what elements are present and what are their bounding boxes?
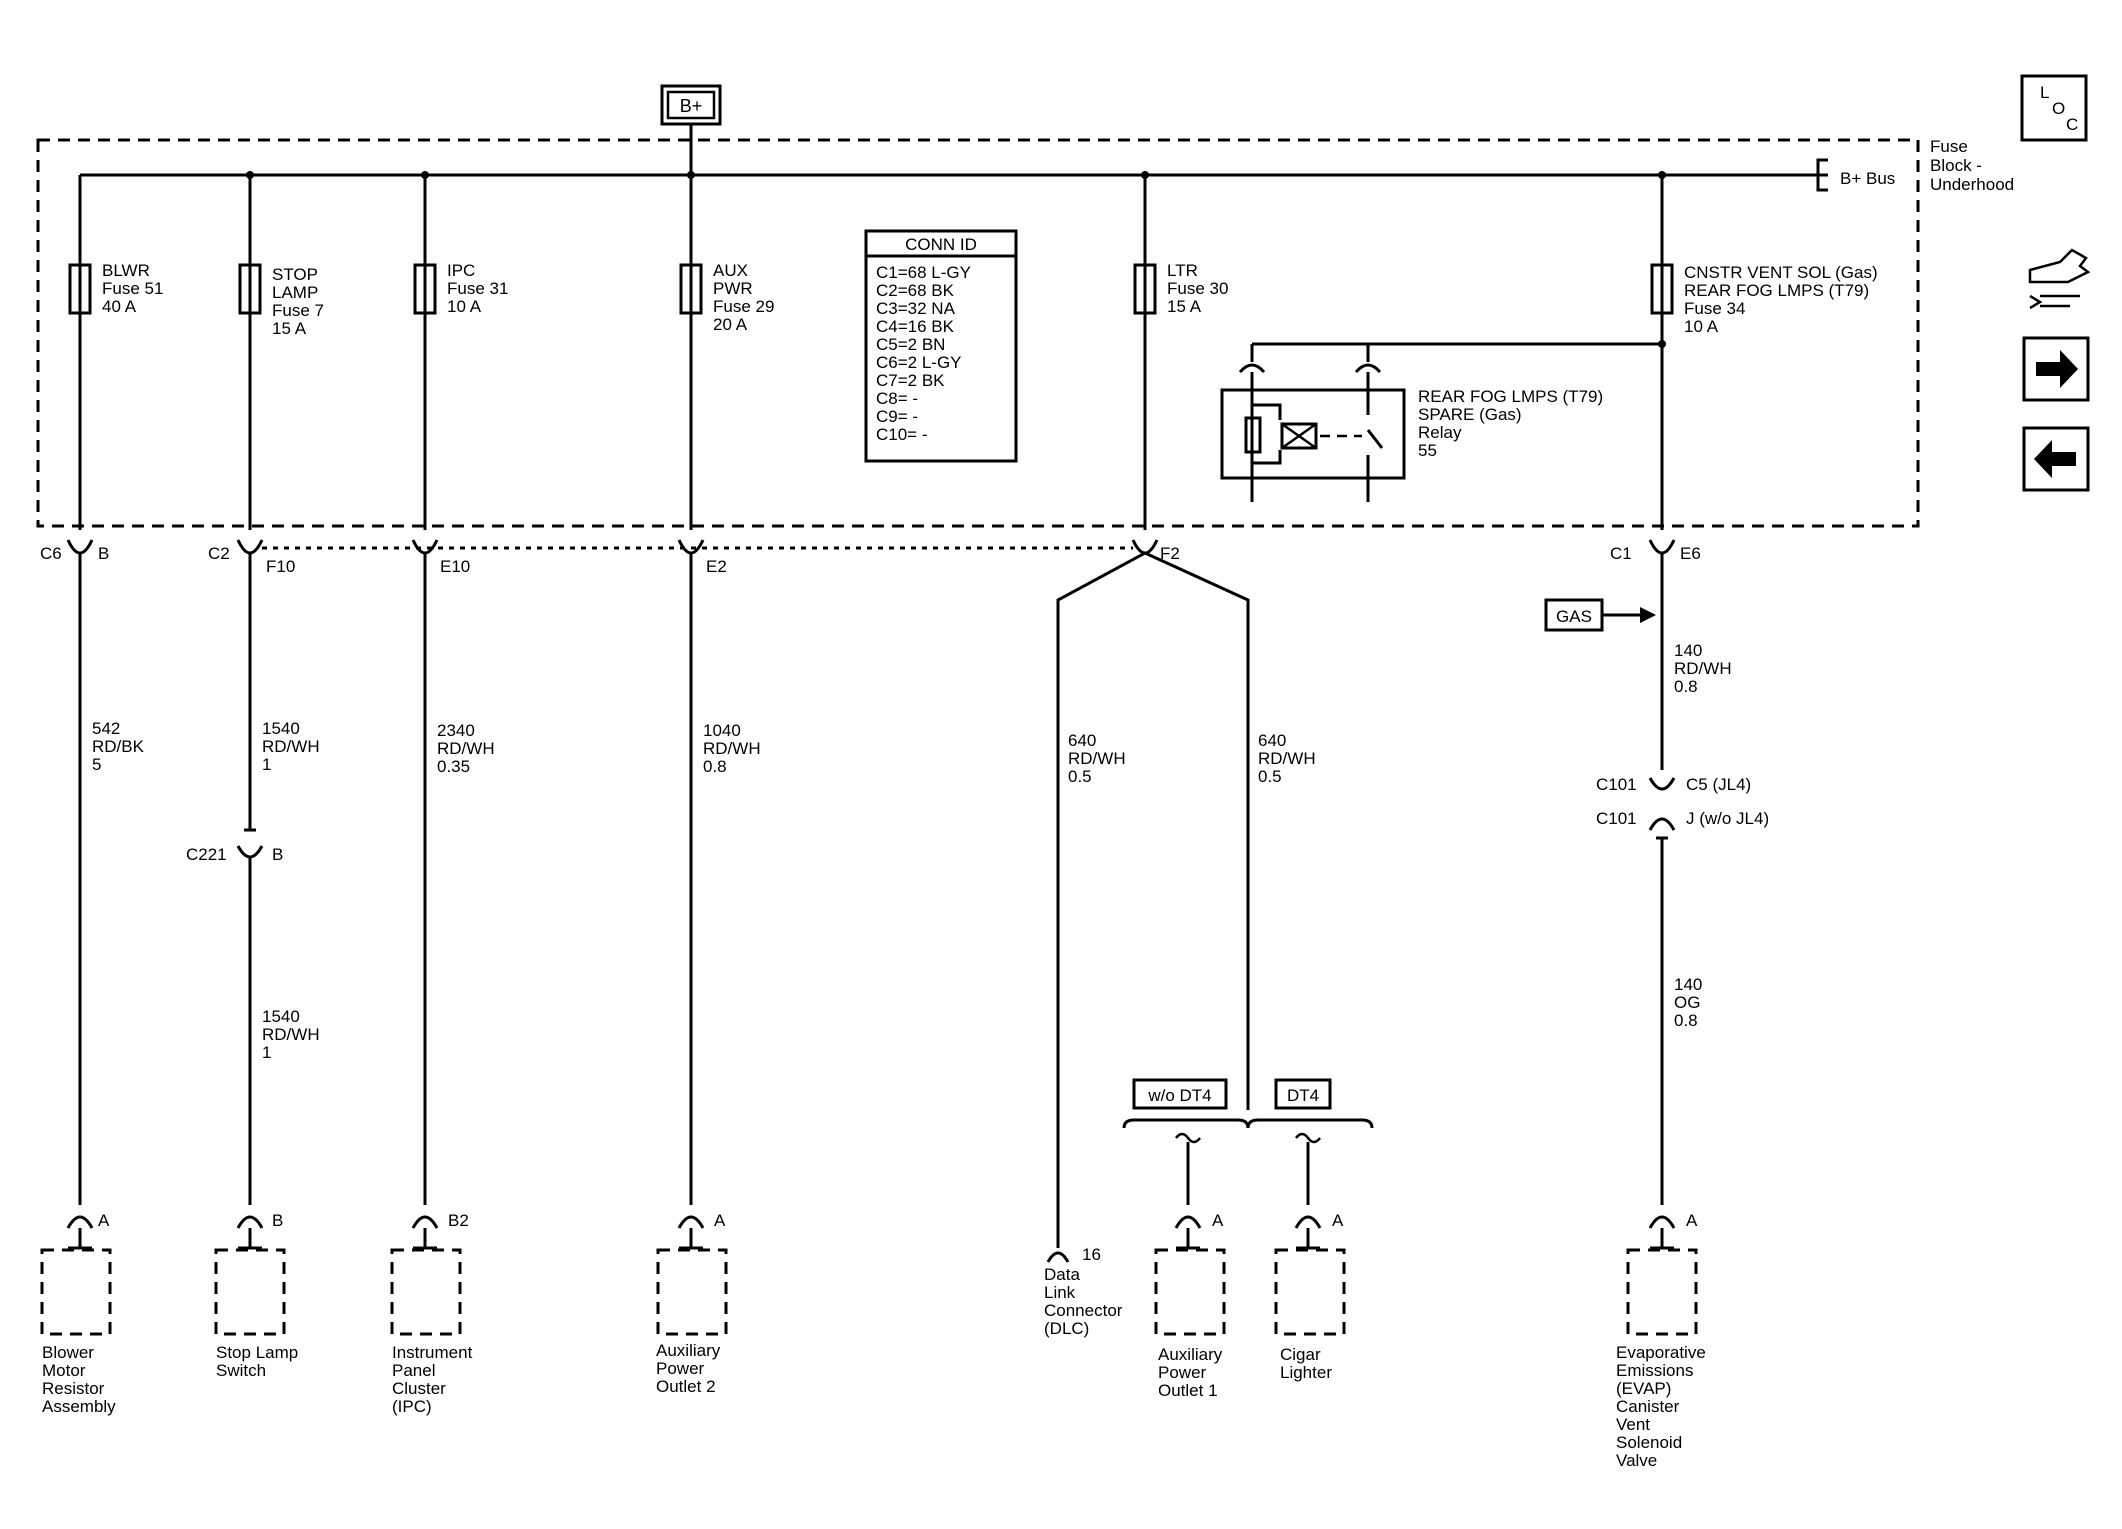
fuse-block-connectors: C6 B C2 F10 E10 E2 F2 C1 E6 — [40, 539, 1701, 576]
svg-text:B: B — [272, 845, 283, 864]
svg-text:J (w/o JL4): J (w/o JL4) — [1686, 809, 1769, 828]
gas-option-tag: GAS — [1544, 598, 1656, 632]
fuse-34-label: CNSTR VENT SOL (Gas)REAR FOG LMPS (T79)F… — [1684, 263, 1878, 336]
svg-text:C6 B C2 F10: C6 B C2 F10 E10 E2 F2 C1 E6 — [40, 544, 1701, 576]
option-dt4: DT4 — [1287, 1086, 1319, 1105]
conn-id-rows: C1=68 L-GY C2=68 BK C3=32 NA C4=16 BK C5… — [876, 263, 975, 444]
svg-text:C5 (JL4): C5 (JL4) — [1686, 775, 1751, 794]
fuse-symbols — [68, 263, 1674, 315]
svg-text:C221: C221 — [186, 845, 227, 864]
svg-text:C101: C101 — [1596, 809, 1637, 828]
svg-text:GAS: GAS — [1556, 607, 1592, 626]
b-plus-label: B+ — [680, 96, 703, 116]
svg-text:C: C — [2066, 115, 2078, 134]
fuse-block-outline — [36, 138, 1920, 528]
svg-text:B2: B2 — [448, 1211, 469, 1230]
svg-text:C101: C101 — [1596, 775, 1637, 794]
svg-text:L: L — [2040, 83, 2049, 102]
conn-id-table: CONN ID C1=68 L-GY C2=68 BK C3=32 NA C4=… — [864, 229, 1018, 463]
dt4-option-split: w/o DT4 DT4 — [1122, 1078, 1374, 1205]
option-without-dt4: w/o DT4 — [1147, 1086, 1211, 1105]
inline-connector-c221: C221 B — [186, 828, 283, 864]
svg-text:16: 16 — [1082, 1245, 1101, 1264]
fuse-feeds — [78, 175, 1664, 530]
previous-page-button[interactable] — [2022, 426, 2090, 492]
svg-text:A: A — [714, 1211, 726, 1230]
svg-text:B: B — [272, 1211, 283, 1230]
b-plus-source: B+ — [660, 84, 722, 126]
inline-connector-c101: C101 C5 (JL4) C101 J (w/o JL4) — [1596, 775, 1769, 840]
next-page-button[interactable] — [2022, 336, 2090, 402]
svg-text:A: A — [98, 1211, 110, 1230]
b-plus-bus-label: B+ Bus — [1840, 169, 1895, 188]
harness-wires — [78, 551, 1664, 1248]
b-plus-bus: B+ Bus — [80, 124, 1895, 192]
svg-text:A: A — [1212, 1211, 1224, 1230]
svg-text:A: A — [1686, 1211, 1698, 1230]
loc-icon[interactable]: L O C — [2020, 74, 2088, 142]
svg-text:O: O — [2052, 99, 2065, 118]
svg-text:A: A — [1332, 1211, 1344, 1230]
system-navigation-icon[interactable] — [2028, 248, 2091, 310]
conn-id-title: CONN ID — [905, 235, 977, 254]
